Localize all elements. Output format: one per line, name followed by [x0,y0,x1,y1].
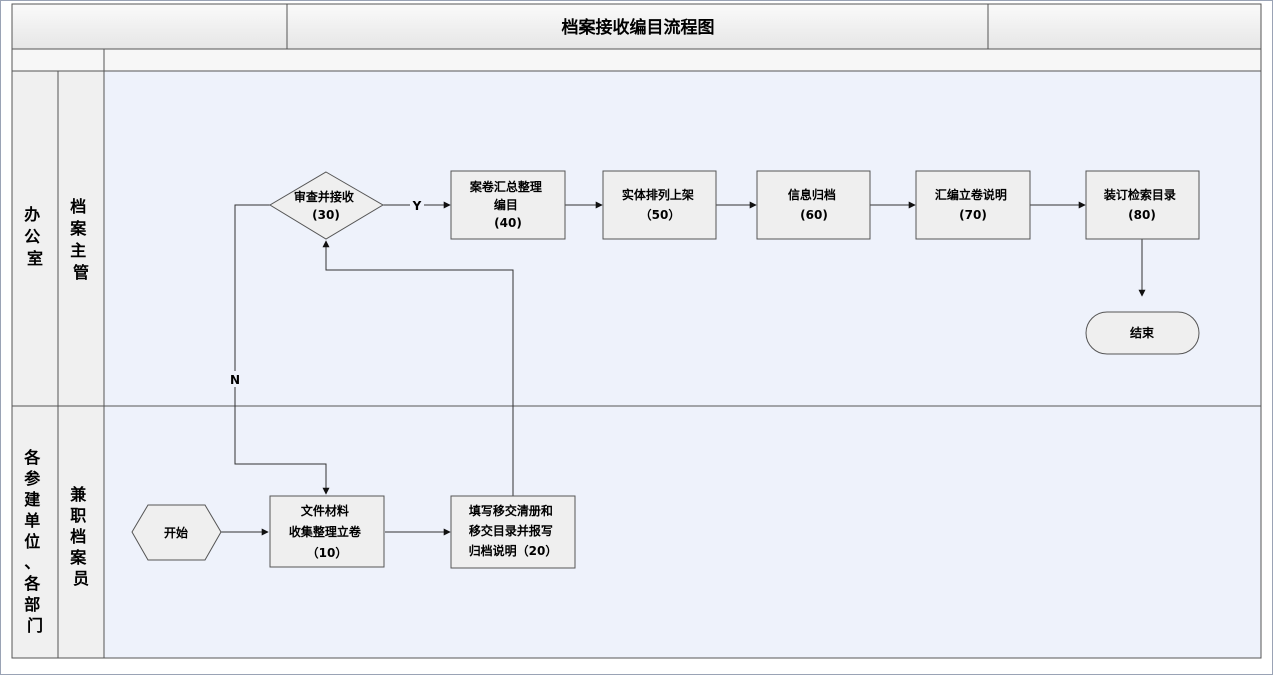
node-70: 汇编立卷说明 (70) [915,170,1031,240]
node-50: 实体排列上架 （50） [602,170,717,240]
lane-area [103,70,1262,659]
svg-text:开始: 开始 [164,525,188,540]
lane-lower-dept: 各 参 建 单 位 、 各 部 门 [23,448,46,635]
node-80: 装订检索目录 (80) [1085,170,1200,240]
edge-30-10-no [234,204,330,495]
svg-text:文件材料 收集整理立卷 （10）: 文件材料 收集整理立卷 （10） [289,503,365,560]
lane-upper-role: 档 案 主 管 [69,197,92,282]
svg-text:填写移交清册和 移交目录并报写 归档: 填写移交清册和 移交目录并报写 归档说明（20） [469,503,558,558]
node-60: 信息归档 (60) [756,170,871,240]
page-title: 档案接收编目流程图 [562,17,715,38]
node-end: 结束 [1085,311,1200,355]
column-header-strip [11,48,1262,72]
svg-text:案卷汇总整理 编目 (40): 案卷汇总整理 编目 (40) [469,179,546,230]
svg-text:汇编立卷说明 (70): 汇编立卷说明 (70) [935,187,1011,222]
role-label-column [57,70,105,659]
lane-lower-role: 兼 职 档 案 员 [69,485,92,588]
dept-label-column [11,70,59,659]
svg-text:装订检索目录 (80): 装订检索目录 (80) [1103,187,1180,222]
svg-text:结束: 结束 [1130,325,1155,340]
node-start: 开始 [131,504,222,561]
edge-label-no: N [230,373,240,387]
node-20: 填写移交清册和 移交目录并报写 归档说明（20） [450,495,576,569]
svg-text:信息归档 (60): 信息归档 (60) [788,187,840,222]
edge-label-yes: Y [412,199,422,213]
node-10: 文件材料 收集整理立卷 （10） [269,495,385,568]
node-40: 案卷汇总整理 编目 (40) [450,170,566,240]
svg-text:审查并接收 (30): 审查并接收 (30) [294,189,358,222]
lane-upper-dept: 办 公 室 [24,205,46,268]
node-30-decision: 审查并接收 (30) [269,171,384,240]
header-row [11,3,1262,50]
edge-20-30 [322,240,514,496]
svg-text:实体排列上架 （50）: 实体排列上架 （50） [622,187,698,222]
